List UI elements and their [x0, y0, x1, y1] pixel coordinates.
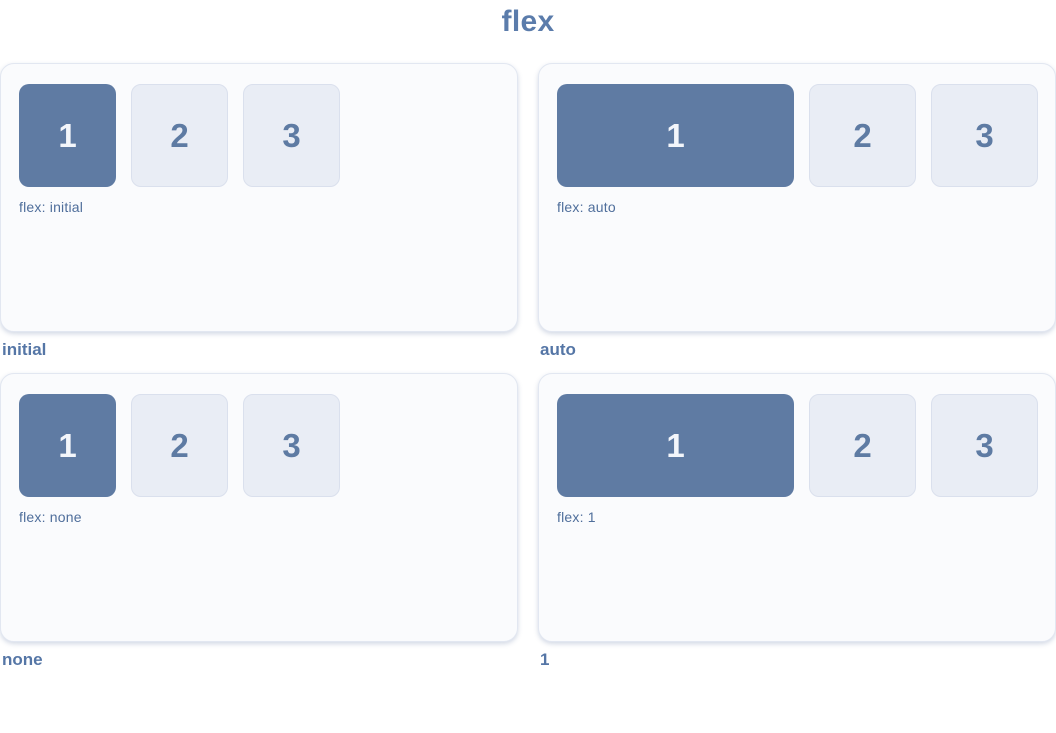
demo-grid: 1 2 3 flex: initial initial 1 2 3 flex: … — [0, 63, 1056, 670]
flex-item-1: 1 — [19, 394, 116, 497]
flex-property-label: flex: initial — [19, 199, 84, 215]
demo-none: 1 2 3 flex: none none — [0, 373, 518, 670]
demo-caption-auto: auto — [540, 340, 576, 359]
flex-item-3: 3 — [243, 84, 340, 187]
demo-1: 1 2 3 flex: 1 1 — [538, 373, 1056, 670]
flex-items-row: 1 2 3 — [19, 84, 500, 187]
flex-property-label: flex: 1 — [557, 509, 596, 525]
flex-property-label: flex: auto — [557, 199, 616, 215]
page-title: flex — [501, 5, 555, 38]
flex-item-3: 3 — [931, 84, 1038, 187]
flex-item-3: 3 — [931, 394, 1038, 497]
demo-caption-none: none — [2, 650, 43, 669]
flex-item-2: 2 — [131, 394, 228, 497]
demo-caption-1: 1 — [540, 650, 550, 669]
flex-item-1: 1 — [557, 394, 794, 497]
flex-item-1: 1 — [19, 84, 116, 187]
flex-item-2: 2 — [809, 394, 916, 497]
flex-items-row: 1 2 3 — [557, 394, 1038, 497]
demo-card-1: 1 2 3 flex: 1 — [538, 373, 1056, 642]
demo-caption-initial: initial — [2, 340, 47, 359]
demo-initial: 1 2 3 flex: initial initial — [0, 63, 518, 360]
flex-items-row: 1 2 3 — [19, 394, 500, 497]
flex-item-1: 1 — [557, 84, 794, 187]
flex-item-2: 2 — [131, 84, 228, 187]
flex-item-3: 3 — [243, 394, 340, 497]
flex-property-label: flex: none — [19, 509, 82, 525]
demo-card-initial: 1 2 3 flex: initial — [0, 63, 518, 332]
demo-card-auto: 1 2 3 flex: auto — [538, 63, 1056, 332]
demo-card-none: 1 2 3 flex: none — [0, 373, 518, 642]
demo-auto: 1 2 3 flex: auto auto — [538, 63, 1056, 360]
flex-items-row: 1 2 3 — [557, 84, 1038, 187]
flex-item-2: 2 — [809, 84, 916, 187]
